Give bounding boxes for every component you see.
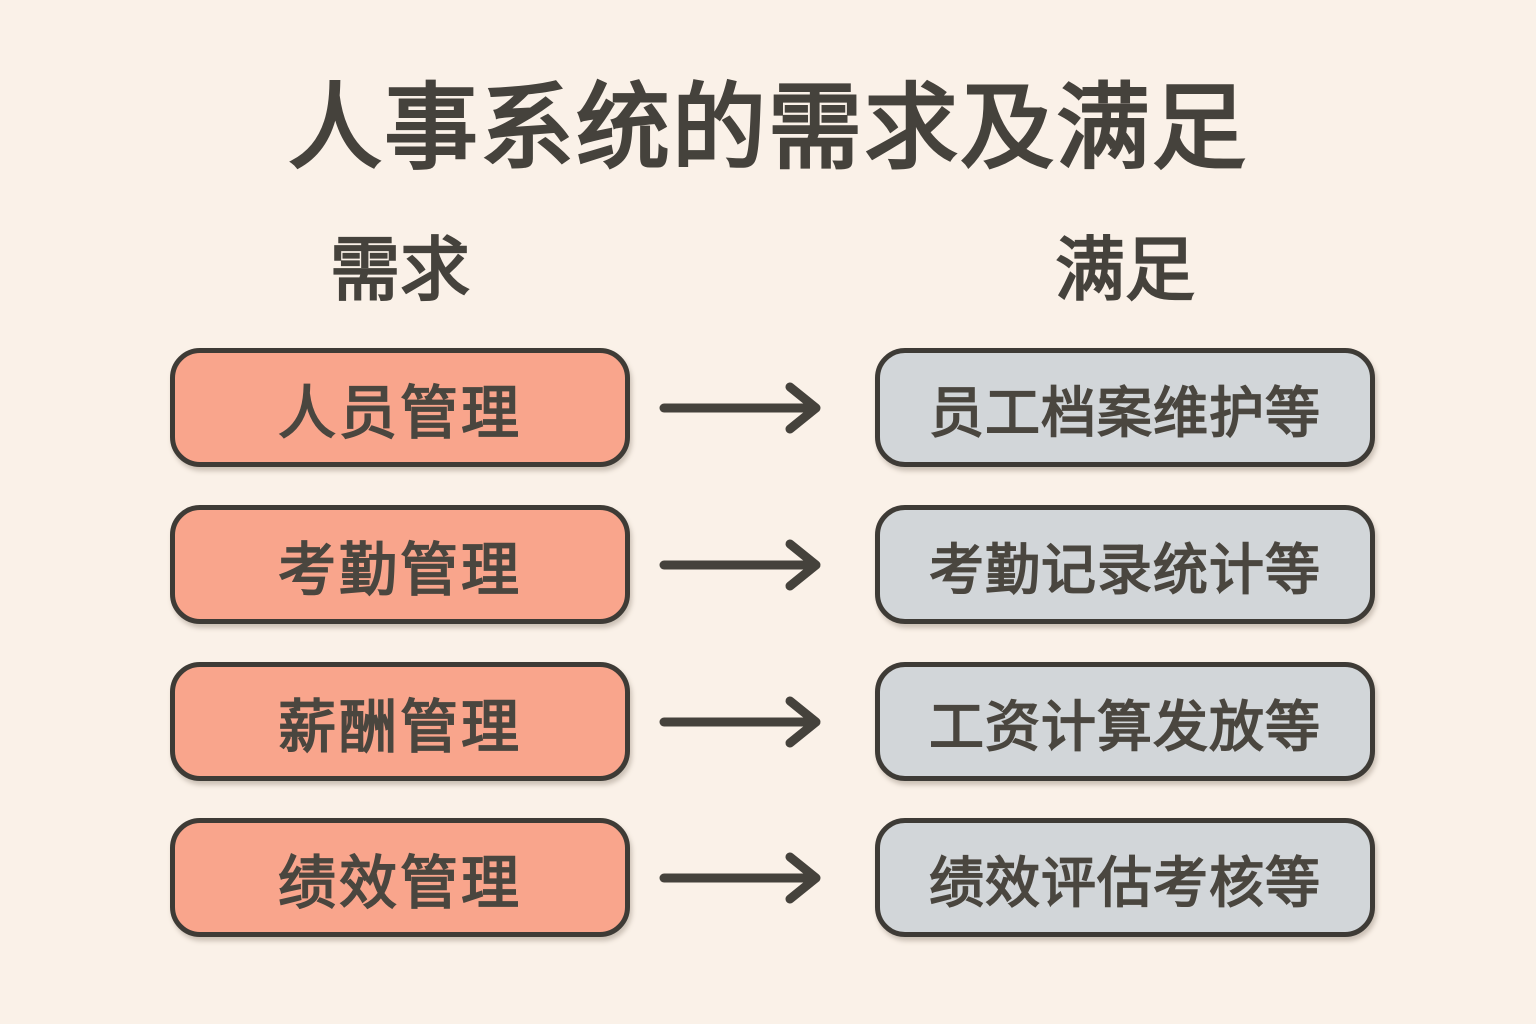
- right-arrow-icon: [659, 539, 821, 591]
- need-box-personnel: 人员管理: [170, 348, 630, 467]
- fulfill-label: 员工档案维护等: [928, 380, 1321, 445]
- need-label: 考勤管理: [277, 535, 522, 604]
- need-label: 人员管理: [277, 378, 522, 447]
- need-box-compensation: 薪酬管理: [170, 662, 630, 781]
- need-box-attendance: 考勤管理: [170, 505, 630, 624]
- fulfill-box-compensation: 工资计算发放等: [875, 662, 1375, 781]
- right-arrow-icon: [659, 382, 821, 434]
- right-arrow-icon: [659, 852, 821, 904]
- need-label: 薪酬管理: [277, 692, 522, 761]
- column-header-fulfillment: 满足: [1055, 229, 1195, 311]
- fulfill-box-attendance: 考勤记录统计等: [875, 505, 1375, 624]
- column-header-requirements: 需求: [330, 229, 470, 311]
- fulfill-label: 工资计算发放等: [928, 694, 1321, 759]
- diagram-row-performance: 绩效管理 绩效评估考核等: [0, 818, 1536, 937]
- need-box-performance: 绩效管理: [170, 818, 630, 937]
- fulfill-label: 绩效评估考核等: [928, 850, 1321, 915]
- need-label: 绩效管理: [277, 848, 522, 917]
- diagram-row-compensation: 薪酬管理 工资计算发放等: [0, 662, 1536, 781]
- fulfill-label: 考勤记录统计等: [928, 537, 1321, 602]
- page-title: 人事系统的需求及满足: [287, 74, 1248, 183]
- right-arrow-icon: [659, 696, 821, 748]
- fulfill-box-personnel: 员工档案维护等: [875, 348, 1375, 467]
- fulfill-box-performance: 绩效评估考核等: [875, 818, 1375, 937]
- diagram-row-attendance: 考勤管理 考勤记录统计等: [0, 505, 1536, 624]
- diagram-row-personnel: 人员管理 员工档案维护等: [0, 348, 1536, 467]
